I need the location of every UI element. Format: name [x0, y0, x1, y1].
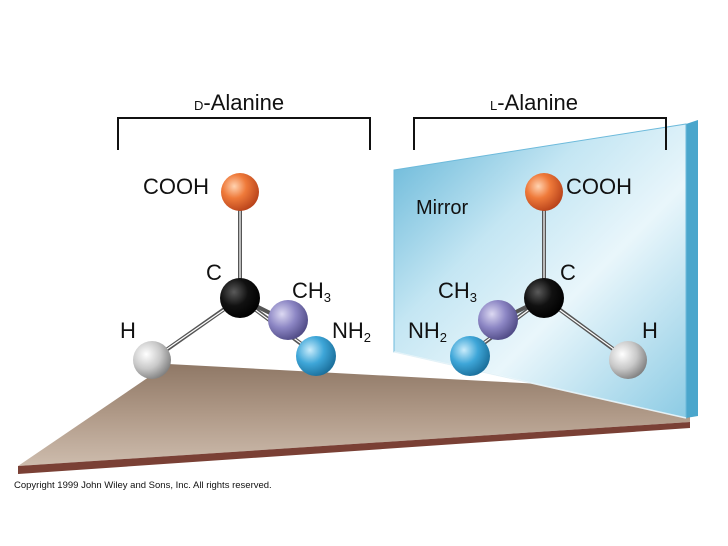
l-alanine-title: L-Alanine [490, 92, 578, 114]
l-h-atom [609, 341, 647, 379]
l-carbon-label: C [560, 260, 576, 285]
mirror-label: Mirror [416, 197, 469, 219]
mirror-side-edge [686, 120, 698, 418]
l-ch3-atom [478, 300, 518, 340]
d-cooh-atom [221, 173, 259, 211]
l-h-label: H [642, 318, 658, 343]
d-carbon-atom [220, 278, 260, 318]
d-carbon-label: C [206, 260, 222, 285]
d-alanine-title: D-Alanine [194, 92, 284, 114]
mirror-floor-reflection-line [393, 351, 687, 419]
copyright-notice: Copyright 1999 John Wiley and Sons, Inc.… [14, 480, 272, 491]
mirror-pane [393, 123, 687, 419]
d-prefix: D [194, 98, 204, 113]
l-alanine-bracket [413, 117, 667, 150]
l-prefix: L [490, 98, 498, 113]
floor-surface [18, 364, 690, 466]
l-carbon-atom [524, 278, 564, 318]
d-cooh-label: COOH [143, 174, 209, 199]
l-cooh-atom [525, 173, 563, 211]
d-ch3-label: CH3 [292, 278, 332, 305]
l-cooh-label: COOH [566, 174, 632, 199]
d-h-atom [133, 341, 171, 379]
floor-front-edge [18, 422, 690, 474]
l-title-text: -Alanine [497, 90, 578, 115]
d-ch3-atom [268, 300, 308, 340]
l-nh2-label: NH2 [408, 318, 448, 345]
d-nh2-label: NH2 [332, 318, 372, 345]
d-alanine-bracket [117, 117, 371, 150]
d-title-text: -Alanine [203, 90, 285, 115]
l-ch3-label: CH3 [438, 278, 478, 305]
l-nh2-atom [450, 336, 490, 376]
d-h-label: H [120, 318, 136, 343]
d-nh2-atom [296, 336, 336, 376]
